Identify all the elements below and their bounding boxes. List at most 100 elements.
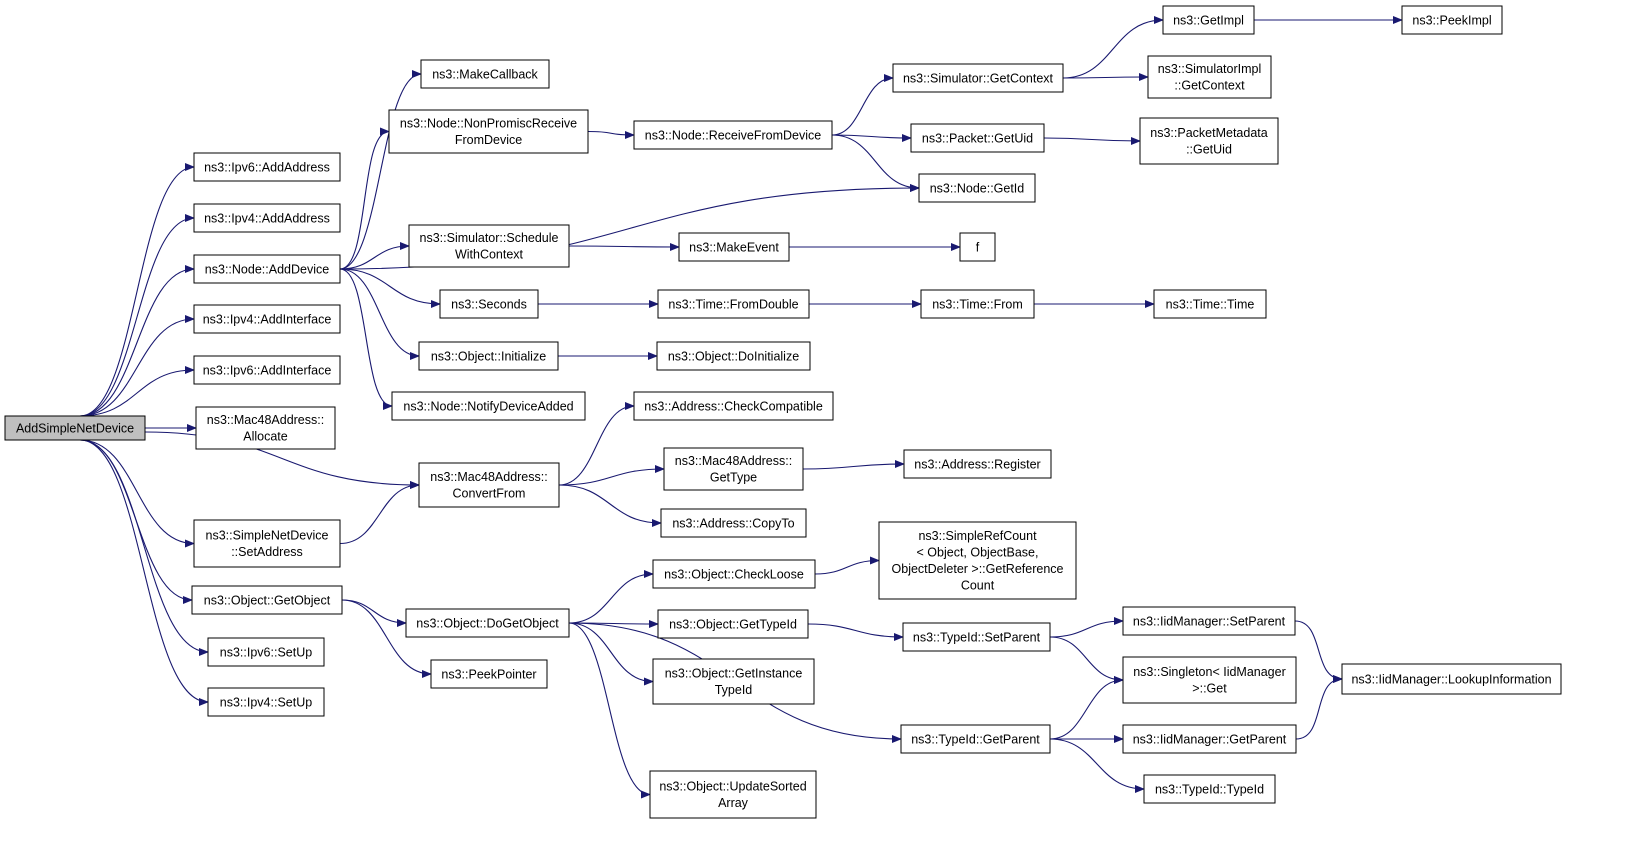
node-label-ipv6_addaddr-0: ns3::Ipv6::AddAddress [204, 160, 330, 174]
node-time_fromdouble[interactable]: ns3::Time::FromDouble [657, 289, 810, 319]
node-label-obj_gettypeid-0: ns3::Object::GetTypeId [669, 617, 797, 631]
node-simplerefcount[interactable]: ns3::SimpleRefCount< Object, ObjectBase,… [878, 521, 1077, 600]
node-seconds[interactable]: ns3::Seconds [439, 289, 539, 319]
node-ipv6_setup[interactable]: ns3::Ipv6::SetUp [207, 637, 325, 667]
node-label-obj_getinsttypeid-0: ns3::Object::GetInstance [665, 667, 803, 681]
node-pkt_getuid[interactable]: ns3::Packet::GetUid [910, 123, 1045, 153]
node-pktmeta_getuid[interactable]: ns3::PacketMetadata::GetUid [1139, 117, 1279, 165]
node-box-pkt_getuid [910, 123, 1045, 153]
node-box-ipv6_addif [193, 355, 341, 385]
node-label-f-0: f [976, 240, 980, 254]
edge-pkt_getuid-to-pktmeta_getuid [1043, 136, 1141, 145]
node-box-node_getid [918, 173, 1036, 203]
edge-mac_gettype-to-addr_register [802, 460, 905, 470]
node-label-ipv4_addaddr-0: ns3::Ipv4::AddAddress [204, 211, 330, 225]
node-addr_register[interactable]: ns3::Address::Register [903, 449, 1052, 479]
node-label-peekpointer-0: ns3::PeekPointer [441, 667, 536, 681]
edge-node_nonprom-to-node_recvfrom [587, 130, 635, 139]
node-label-sim_schedctx-0: ns3::Simulator::Schedule [420, 231, 559, 245]
node-simimpl_getctx[interactable]: ns3::SimulatorImpl::GetContext [1147, 55, 1272, 99]
edge-obj_getobj-to-peekpointer [341, 599, 432, 678]
node-label-makeevent-0: ns3::MakeEvent [689, 240, 779, 254]
node-addr_checkcompat[interactable]: ns3::Address::CheckCompatible [633, 391, 834, 421]
node-mac_alloc[interactable]: ns3::Mac48Address::Allocate [195, 406, 336, 450]
node-obj_dogetobj[interactable]: ns3::Object::DoGetObject [405, 608, 570, 638]
node-f[interactable]: f [959, 232, 996, 262]
node-box-simplerefcount [878, 521, 1077, 600]
node-obj_init[interactable]: ns3::Object::Initialize [418, 341, 559, 371]
node-ipv4_setup[interactable]: ns3::Ipv4::SetUp [207, 687, 325, 717]
node-box-obj_checkloose [652, 559, 816, 589]
node-box-peekimpl [1401, 5, 1503, 35]
node-mac_gettype[interactable]: ns3::Mac48Address::GetType [663, 447, 804, 491]
edge-root-to-ipv4_setup [79, 439, 209, 706]
node-ipv6_addaddr[interactable]: ns3::Ipv6::AddAddress [193, 152, 341, 182]
node-label-node_adddev-0: ns3::Node::AddDevice [205, 262, 329, 276]
node-typeid_getparent[interactable]: ns3::TypeId::GetParent [900, 724, 1051, 754]
node-label-typeid_typeid-0: ns3::TypeId::TypeId [1155, 782, 1264, 796]
edge-iidmgr_getparent-to-iidmgr_lookup [1295, 675, 1343, 740]
node-box-typeid_getparent [900, 724, 1051, 754]
node-obj_doinit[interactable]: ns3::Object::DoInitialize [656, 341, 811, 371]
node-makeevent[interactable]: ns3::MakeEvent [678, 232, 790, 262]
node-label-root-0: AddSimpleNetDevice [16, 421, 134, 435]
edge-typeid_setparent-to-iidmgr_setparent [1049, 617, 1124, 638]
node-label-makecallback-0: ns3::MakeCallback [432, 67, 538, 81]
node-root[interactable]: AddSimpleNetDevice [4, 415, 146, 441]
node-node_adddev[interactable]: ns3::Node::AddDevice [193, 254, 341, 284]
node-time_time[interactable]: ns3::Time::Time [1153, 289, 1267, 319]
node-obj_gettypeid[interactable]: ns3::Object::GetTypeId [657, 609, 809, 639]
node-singleton_get[interactable]: ns3::Singleton< IidManager>::Get [1122, 656, 1297, 704]
node-obj_checkloose[interactable]: ns3::Object::CheckLoose [652, 559, 816, 589]
node-peekimpl[interactable]: ns3::PeekImpl [1401, 5, 1503, 35]
node-label-obj_getinsttypeid-1: TypeId [715, 683, 753, 697]
node-box-singleton_get [1122, 656, 1297, 704]
node-box-sim_schedctx [408, 224, 570, 268]
node-label-node_nonprom-0: ns3::Node::NonPromiscReceive [400, 117, 577, 131]
node-label-sim_getctx-0: ns3::Simulator::GetContext [903, 71, 1054, 85]
node-mac_convert[interactable]: ns3::Mac48Address::ConvertFrom [418, 462, 560, 508]
node-node_notify[interactable]: ns3::Node::NotifyDeviceAdded [391, 391, 586, 421]
node-ipv4_addaddr[interactable]: ns3::Ipv4::AddAddress [193, 203, 341, 233]
node-label-sim_schedctx-1: WithContext [455, 248, 524, 262]
node-node_recvfrom[interactable]: ns3::Node::ReceiveFromDevice [633, 120, 833, 150]
node-label-obj_updsorted-0: ns3::Object::UpdateSorted [659, 780, 806, 794]
node-box-typeid_setparent [902, 622, 1051, 652]
node-peekpointer[interactable]: ns3::PeekPointer [430, 659, 548, 689]
node-label-simimpl_getctx-1: ::GetContext [1174, 79, 1245, 93]
node-typeid_setparent[interactable]: ns3::TypeId::SetParent [902, 622, 1051, 652]
node-makecallback[interactable]: ns3::MakeCallback [420, 59, 550, 89]
node-label-node_nonprom-1: FromDevice [455, 133, 522, 147]
node-getimpl[interactable]: ns3::GetImpl [1162, 5, 1255, 35]
node-obj_getobj[interactable]: ns3::Object::GetObject [191, 585, 343, 615]
node-snd_setaddr[interactable]: ns3::SimpleNetDevice::SetAddress [193, 519, 341, 568]
node-iidmgr_getparent[interactable]: ns3::IidManager::GetParent [1122, 724, 1297, 754]
node-box-mac_gettype [663, 447, 804, 491]
node-box-time_fromdouble [657, 289, 810, 319]
node-iidmgr_lookup[interactable]: ns3::IidManager::LookupInformation [1341, 663, 1562, 695]
node-label-simplerefcount-1: < Object, ObjectBase, [917, 546, 1039, 560]
node-node_getid[interactable]: ns3::Node::GetId [918, 173, 1036, 203]
node-addr_copyto[interactable]: ns3::Address::CopyTo [660, 508, 807, 538]
node-label-snd_setaddr-1: ::SetAddress [231, 545, 303, 559]
node-label-mac_convert-1: ConvertFrom [453, 487, 526, 501]
node-label-mac_convert-0: ns3::Mac48Address:: [430, 470, 547, 484]
node-label-peekimpl-0: ns3::PeekImpl [1412, 13, 1491, 27]
node-iidmgr_setparent[interactable]: ns3::IidManager::SetParent [1122, 606, 1296, 636]
node-label-addr_register-0: ns3::Address::Register [914, 457, 1040, 471]
edge-obj_getobj-to-obj_dogetobj [341, 599, 407, 627]
node-sim_getctx[interactable]: ns3::Simulator::GetContext [892, 63, 1064, 93]
edge-root-to-node_adddev [79, 265, 195, 417]
node-ipv6_addif[interactable]: ns3::Ipv6::AddInterface [193, 355, 341, 385]
node-label-singleton_get-1: >::Get [1192, 682, 1227, 696]
edge-sim_getctx-to-getimpl [1062, 16, 1164, 79]
node-ipv4_addif[interactable]: ns3::Ipv4::AddInterface [193, 304, 341, 334]
node-label-time_fromdouble-0: ns3::Time::FromDouble [668, 297, 798, 311]
node-typeid_typeid[interactable]: ns3::TypeId::TypeId [1143, 774, 1276, 804]
edge-node_recvfrom-to-sim_getctx [831, 74, 894, 136]
node-time_from[interactable]: ns3::Time::From [920, 289, 1035, 319]
